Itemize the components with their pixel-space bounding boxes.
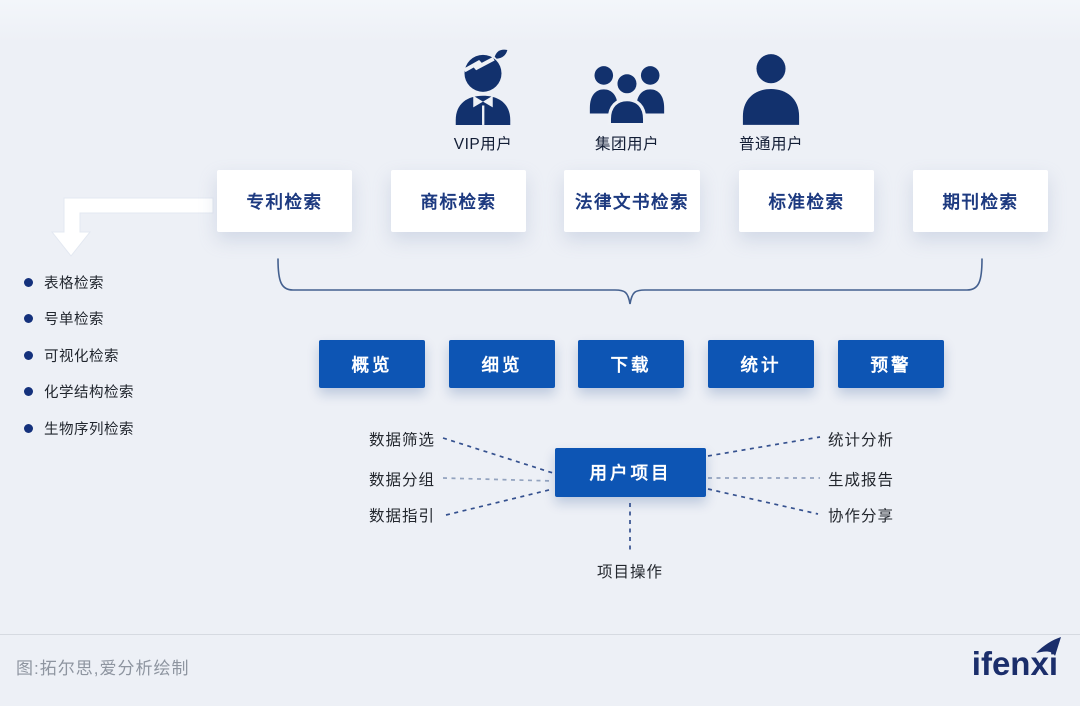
- fan-label-project-ops: 项目操作: [597, 564, 664, 581]
- list-item: 号单检索: [24, 309, 134, 329]
- list-item-label: 号单检索: [44, 312, 104, 328]
- search-box-standard: 标准检索: [739, 170, 874, 232]
- bullet-icon: [24, 314, 33, 323]
- user-label: 普通用户: [738, 136, 803, 153]
- func-box-alert: 预警: [838, 340, 944, 388]
- side-search-list: 表格检索 号单检索 可视化检索 化学结构检索 生物序列检索: [24, 272, 134, 455]
- fan-label-data-filter: 数据筛选: [368, 432, 435, 449]
- fan-lines: [442, 436, 821, 553]
- list-item-label: 生物序列检索: [44, 421, 134, 438]
- normal-user-icon: [740, 53, 802, 125]
- footer-divider: [0, 634, 1080, 635]
- bullet-icon: [24, 350, 33, 360]
- list-item-label: 表格检索: [44, 275, 104, 292]
- func-box-statistics: 统计: [708, 340, 814, 388]
- list-item: 化学结构检索: [24, 382, 134, 402]
- user-group-corporate: 集团用户: [562, 52, 692, 154]
- func-box-detail: 细览: [449, 340, 555, 388]
- user-normal: 普通用户: [706, 52, 836, 154]
- fan-label-data-guide: 数据指引: [368, 508, 435, 525]
- fan-label-collab-share: 协作分享: [828, 508, 895, 525]
- logo-arrow-icon: [1036, 637, 1061, 656]
- bullet-icon: [24, 423, 33, 433]
- user-label: 集团用户: [594, 136, 659, 153]
- func-box-download: 下载: [578, 340, 684, 388]
- bent-arrow-shape: [50, 197, 214, 257]
- list-item-label: 可视化检索: [44, 348, 119, 365]
- bullet-icon: [24, 277, 33, 287]
- user-vip: VIP用户: [418, 49, 548, 154]
- func-box-overview: 概览: [319, 340, 425, 388]
- brace-shape: [277, 258, 983, 305]
- list-item: 可视化检索: [24, 345, 134, 365]
- user-label: VIP用户: [453, 136, 513, 153]
- group-user-icon: [588, 63, 666, 125]
- fan-label-data-group: 数据分组: [368, 472, 435, 489]
- vip-user-icon: [446, 47, 520, 125]
- bullet-icon: [24, 387, 33, 396]
- fan-label-report: 生成报告: [828, 472, 895, 489]
- search-box-legal-doc: 法律文书检索: [564, 170, 700, 232]
- source-caption: 图:拓尔思,爱分析绘制: [16, 659, 190, 678]
- search-box-journal: 期刊检索: [913, 170, 1048, 232]
- fan-label-stat-analysis: 统计分析: [828, 432, 895, 449]
- list-item: 生物序列检索: [24, 418, 134, 438]
- list-item-label: 化学结构检索: [44, 385, 134, 401]
- search-box-patent: 专利检索: [217, 170, 352, 232]
- list-item: 表格检索: [24, 272, 134, 292]
- search-box-trademark: 商标检索: [391, 170, 526, 232]
- ifenxi-logo: ifenxi: [972, 637, 1061, 683]
- user-project-box: 用户项目: [555, 448, 706, 497]
